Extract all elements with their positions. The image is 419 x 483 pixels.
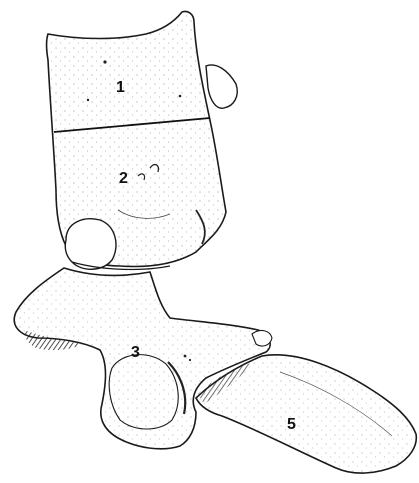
label-part-3: 3 (131, 344, 140, 361)
label-part-5: 5 (287, 416, 296, 433)
upper-bone-body (47, 11, 238, 269)
label-part-2: 2 (119, 170, 128, 187)
part-3-lower-bone (14, 268, 272, 449)
label-part-1: 1 (116, 79, 125, 96)
part-5-long-bone (196, 355, 416, 473)
